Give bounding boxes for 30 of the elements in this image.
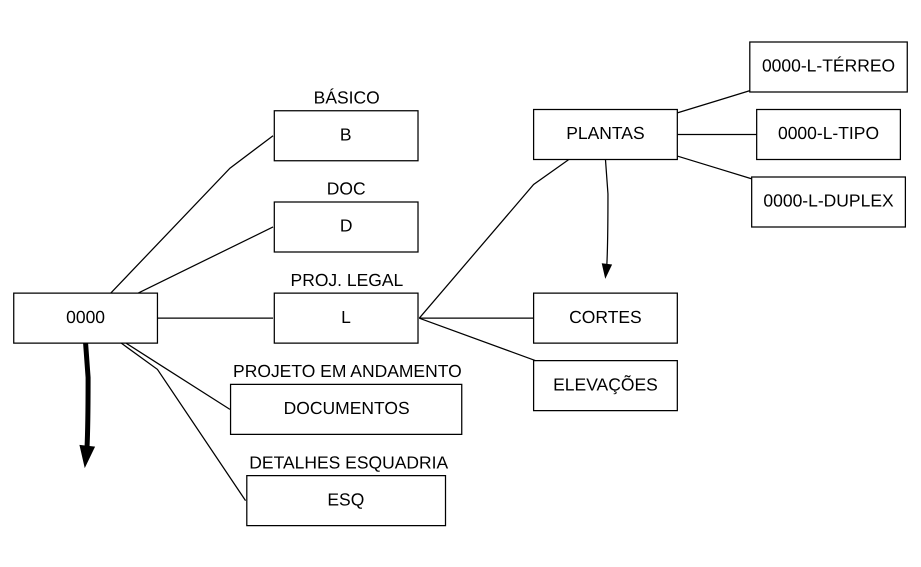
connector (419, 318, 534, 319)
node-box: 0000-L-DUPLEX (751, 176, 906, 228)
node-box: PLANTAS (532, 108, 678, 160)
arrow (79, 343, 96, 468)
node-box: ESQ (246, 475, 446, 526)
node-box: 0000-L-TIPO (756, 108, 902, 160)
node-label: PROJ. LEGAL (290, 270, 404, 290)
connector (678, 156, 752, 180)
connector (110, 135, 274, 294)
node-label: BÁSICO (314, 87, 380, 108)
node-box: 0000 (13, 292, 158, 344)
node-box: 0000-L-TÉRREO (749, 41, 908, 93)
connector (126, 342, 230, 410)
connector (419, 318, 536, 362)
connector (418, 159, 569, 319)
node-box: L (274, 292, 419, 344)
connector (678, 134, 756, 136)
arrow (602, 159, 612, 279)
connector (120, 342, 246, 501)
node-box: DOCUMENTOS (230, 384, 462, 436)
node-box: B (274, 110, 419, 162)
node-box: CORTES (532, 292, 678, 344)
connector (678, 90, 750, 114)
node-label: DOC (326, 178, 366, 199)
connector (138, 226, 274, 294)
node-label: PROJETO EM ANDAMENTO (233, 361, 462, 382)
node-box: D (274, 201, 419, 253)
node-label: DETALHES ESQUADRIA (249, 452, 448, 472)
connector (158, 318, 274, 319)
node-box: ELEVAÇÕES (532, 360, 678, 412)
